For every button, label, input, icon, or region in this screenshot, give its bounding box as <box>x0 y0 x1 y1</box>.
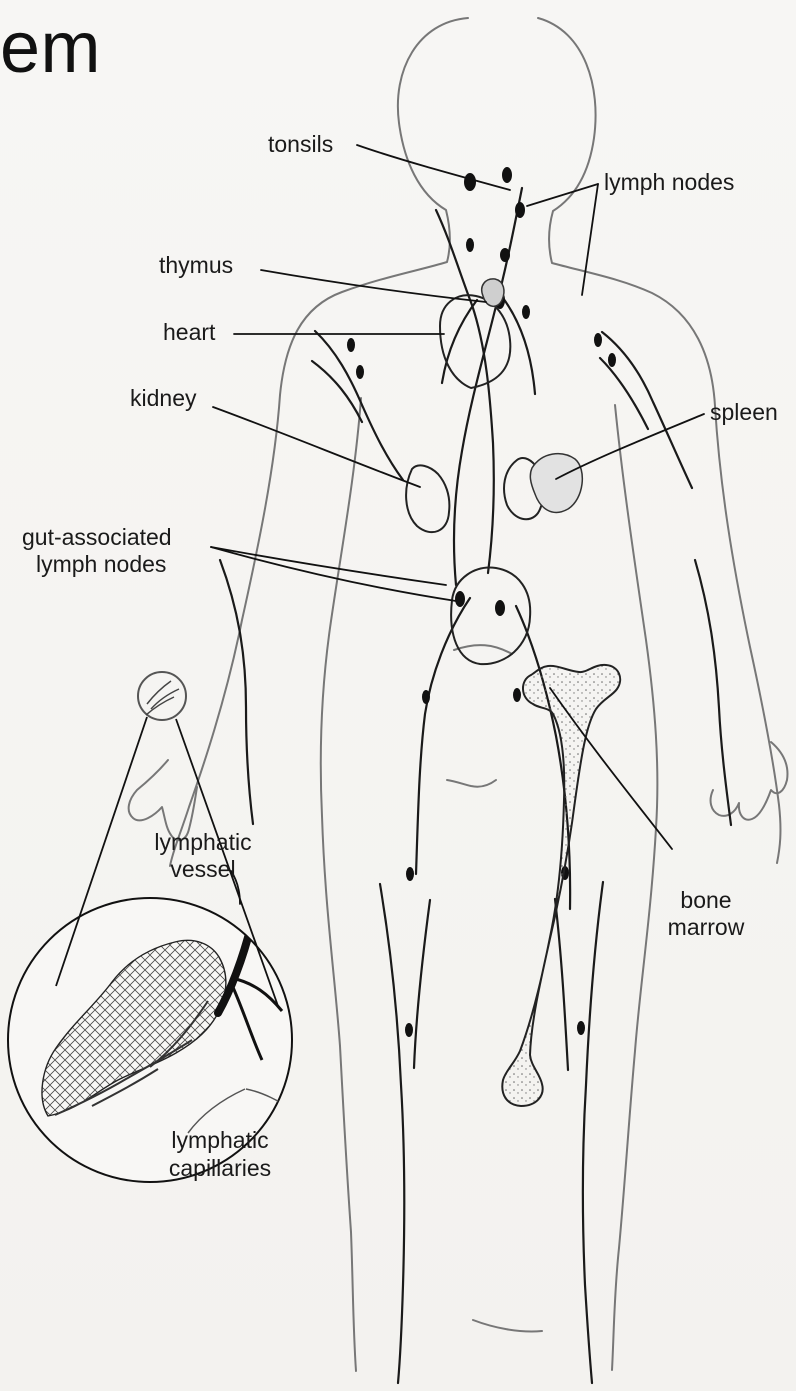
lymphatic-capillaries-label-line2: capillaries <box>164 1156 276 1182</box>
heart-organ <box>440 295 510 388</box>
lymphatic-capillaries-label-line1: lymphatic <box>170 1128 270 1154</box>
gut-associated-lymph-nodes-label-line1: gut-associated <box>22 525 172 551</box>
lymph-nodes-label: lymph nodes <box>604 170 734 196</box>
tonsils-label: tonsils <box>268 132 333 158</box>
heart-label: heart <box>163 320 215 346</box>
organs <box>406 279 620 1106</box>
lymph-vessel-network <box>220 188 731 1383</box>
kidney-left <box>406 465 449 532</box>
bone-marrow-label-line2: marrow <box>663 915 749 941</box>
lymphatic-vessel-label-line1: lymphatic <box>153 830 253 856</box>
spleen-label: spleen <box>710 400 778 426</box>
bladder-organ <box>451 568 530 665</box>
lymphatic-vessel-label-line2: vessel <box>165 857 241 883</box>
bone-marrow-label-line1: bone <box>675 888 737 914</box>
kidney-label: kidney <box>130 386 196 412</box>
gut-associated-lymph-nodes-label-line2: lymph nodes <box>36 552 166 578</box>
inset <box>8 672 295 1182</box>
thymus-label: thymus <box>159 253 233 279</box>
spleen-organ <box>530 454 582 513</box>
